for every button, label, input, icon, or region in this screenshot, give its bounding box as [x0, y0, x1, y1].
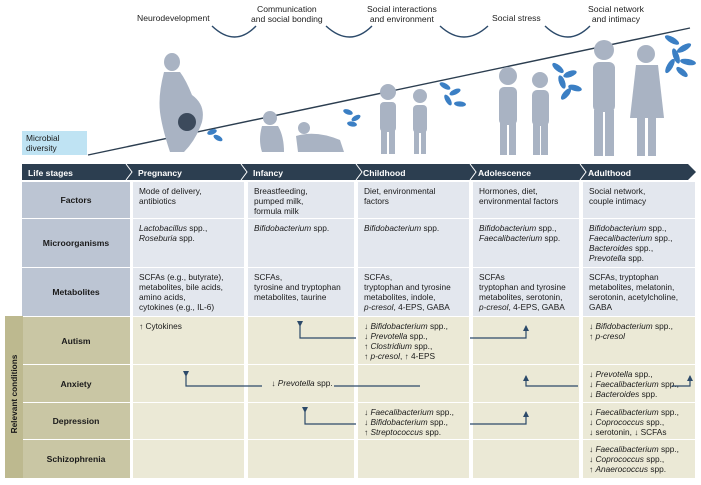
stage-pregnancy: Pregnancy	[138, 168, 182, 178]
bacteria-cluster-adulthood	[664, 35, 696, 78]
depression-adulthood: ↓ Faecalibacterium spp.,↓ Coprococcus sp…	[583, 403, 695, 439]
stage-childhood: Childhood	[363, 168, 406, 178]
schizophrenia-adolescence	[473, 440, 579, 478]
autism-childhood: ↓ Bifidobacterium spp.,↓ Prevotella spp.…	[358, 317, 469, 364]
bacteria-cluster-pregnancy	[207, 129, 223, 142]
anxiety-arrow-adulthood	[672, 375, 693, 387]
infant-silhouettes	[260, 111, 344, 152]
depression-arrow-adolescence	[470, 411, 529, 425]
label-neurodevelopment: Neurodevelopment	[137, 13, 210, 23]
autism-arrow-infancy	[297, 321, 356, 339]
stage-adulthood: Adulthood	[588, 168, 631, 178]
transition-arrow-1	[211, 25, 257, 38]
factors-row-label: Factors	[22, 182, 130, 218]
label-social-interactions-line1: Social interactions	[367, 4, 437, 14]
autism-pregnancy: ↑ Cytokines	[133, 317, 244, 364]
autism-adulthood: ↓ Bifidobacterium spp.,↑ p-cresol	[583, 317, 695, 364]
label-communication-line1: Communication	[256, 4, 317, 14]
bacteria-cluster-adolescence	[552, 62, 582, 100]
label-communication: Communication and social bonding	[251, 4, 323, 24]
anxiety-childhood	[358, 365, 469, 402]
relevant-conditions-bar: Relevant conditions	[5, 316, 23, 478]
factors-infancy: Breastfeeding,pumped milk,formula milk	[248, 182, 354, 218]
depression-pregnancy	[133, 403, 244, 439]
anxiety-arrow-left	[183, 371, 262, 387]
microbial-diversity-line2: diversity	[26, 143, 57, 153]
schizophrenia-pregnancy	[133, 440, 244, 478]
label-social-network-line1: Social network	[588, 4, 644, 14]
adult-silhouettes	[593, 40, 664, 156]
microorganisms-infancy: Bifidobacterium spp.	[248, 219, 354, 267]
autism-row-label: Autism	[22, 317, 130, 364]
label-communication-line2: and social bonding	[251, 14, 323, 24]
transition-arrow-2	[325, 25, 373, 38]
anxiety-arrow-adolescence	[523, 375, 578, 387]
depression-row-label: Depression	[22, 403, 130, 439]
transition-arrow-4	[544, 25, 591, 38]
schizophrenia-row-label: Schizophrenia	[22, 440, 130, 478]
microbial-diversity-line1: Microbial	[26, 133, 60, 143]
bacteria-cluster-infancy	[343, 109, 361, 127]
label-social-network-line2: and intimacy	[591, 14, 641, 24]
life-stage-header-bar	[22, 164, 696, 180]
depression-childhood: ↓ Faecalibacterium spp.,↓ Bifidobacteriu…	[358, 403, 469, 439]
microorganisms-pregnancy: Lactobacillus spp.,Roseburia spp.	[133, 219, 244, 267]
anxiety-adulthood: ↓ Prevotella spp.,↓ Faecalibacterium spp…	[583, 365, 695, 402]
schizophrenia-infancy	[248, 440, 354, 478]
depression-arrow-childhood	[302, 407, 356, 425]
depression-infancy	[248, 403, 354, 439]
adolescent-silhouettes	[499, 67, 549, 155]
autism-arrow-adolescence	[470, 325, 529, 339]
factors-adolescence: Hormones, diet,environmental factors	[473, 182, 579, 218]
label-social-interactions: Social interactions and environment	[367, 4, 437, 24]
microorganisms-childhood: Bifidobacterium spp.	[358, 219, 469, 267]
anxiety-row-label: Anxiety	[22, 365, 130, 402]
metabolites-row-label: Metabolites	[22, 268, 130, 316]
factors-adulthood: Social network,couple intimacy	[583, 182, 695, 218]
microbial-diversity-label: Microbial diversity	[22, 131, 87, 155]
microorganisms-row-label: Microorganisms	[22, 219, 130, 267]
microorganisms-adolescence: Bifidobacterium spp.,Faecalibacterium sp…	[473, 219, 579, 267]
transition-arrow-3	[439, 25, 489, 38]
label-social-network: Social network and intimacy	[588, 4, 644, 24]
stage-adolescence: Adolescence	[478, 168, 532, 178]
children-silhouettes	[380, 84, 427, 154]
metabolites-pregnancy: SCFAs (e.g., butyrate),metabolites, bile…	[133, 268, 244, 316]
label-social-stress: Social stress	[492, 13, 541, 23]
pregnant-woman-silhouette	[159, 53, 203, 152]
schizophrenia-adulthood: ↓ Faecalibacterium spp.,↓ Coprococcus sp…	[583, 440, 695, 478]
schizophrenia-childhood	[358, 440, 469, 478]
life-course-illustration	[87, 25, 696, 156]
life-stages-header: Life stages	[28, 168, 73, 178]
anxiety-span-note: ↓ Prevotella spp.	[262, 378, 342, 390]
label-social-interactions-line2: and environment	[369, 14, 434, 24]
factors-pregnancy: Mode of delivery,antibiotics	[133, 182, 244, 218]
stage-infancy: Infancy	[253, 168, 284, 178]
autism-adolescence	[473, 317, 579, 364]
microorganisms-adulthood: Bifidobacterium spp.,Faecalibacterium sp…	[583, 219, 695, 267]
bacteria-cluster-childhood	[439, 82, 466, 107]
